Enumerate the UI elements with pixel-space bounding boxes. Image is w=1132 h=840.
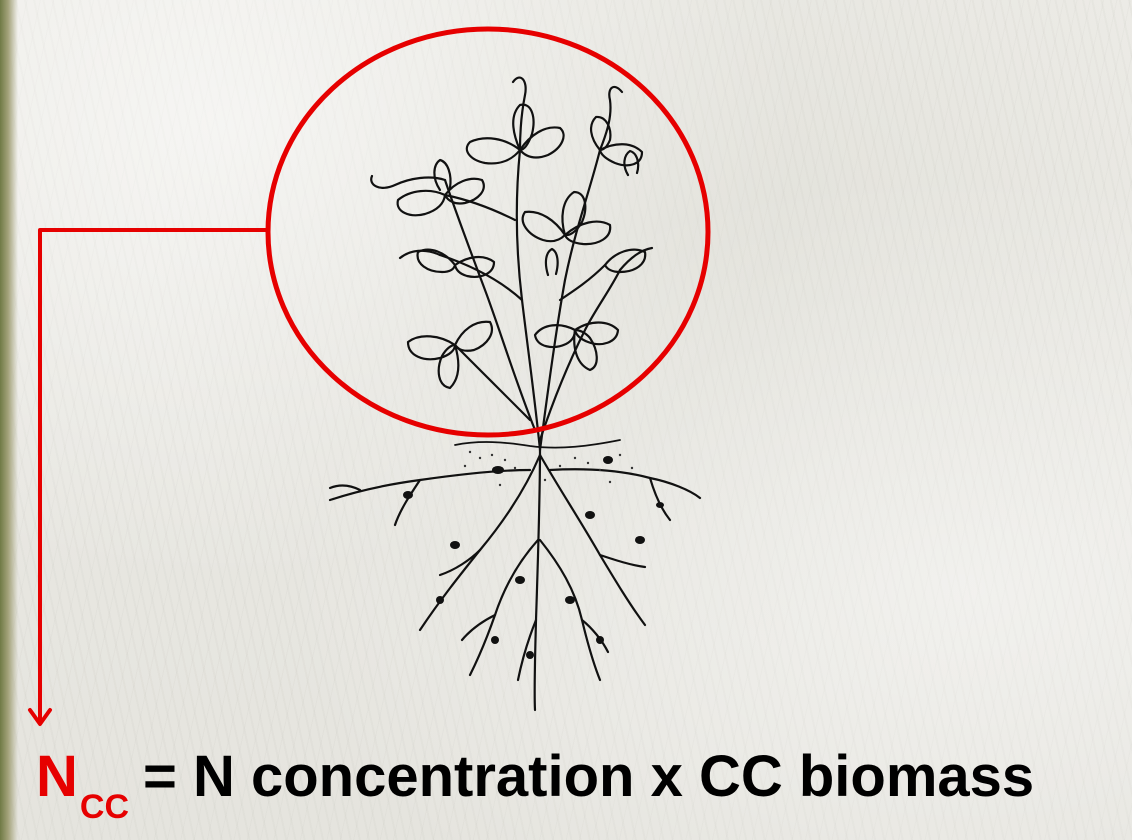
nitrogen-formula: NCC= N concentration x CC biomass bbox=[36, 744, 1034, 818]
formula-subscript: CC bbox=[80, 788, 129, 826]
red-highlight-circle bbox=[268, 29, 708, 435]
formula-symbol: N bbox=[36, 744, 78, 809]
formula-rhs: = N concentration x CC biomass bbox=[143, 744, 1034, 809]
plant-icon bbox=[330, 78, 700, 710]
red-elbow-arrow-icon bbox=[30, 230, 268, 724]
